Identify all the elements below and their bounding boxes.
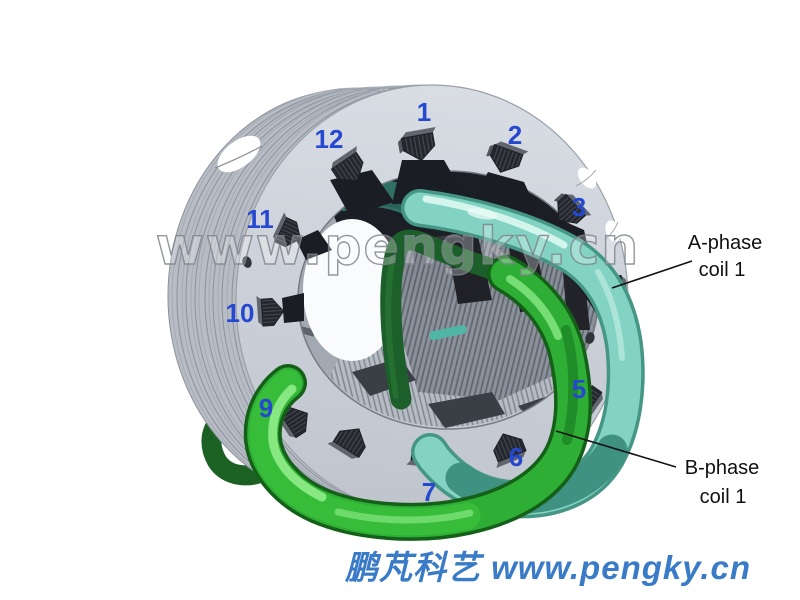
slot-number-5: 5 — [572, 374, 586, 404]
slot-12 — [330, 146, 364, 182]
slot-number-12: 12 — [315, 124, 344, 154]
stator-keyway-notch-right-lower — [604, 220, 621, 242]
slot-number-6: 6 — [509, 442, 523, 472]
annotations: A-phase coil 1 B-phase coil 1 — [555, 232, 763, 508]
bore-through-hole — [303, 219, 401, 361]
stator-keyway-notch-topleft — [214, 135, 263, 173]
slot-number-1: 1 — [417, 97, 431, 127]
a-phase-label-line2: coil 1 — [699, 259, 746, 281]
slot-number-3: 3 — [572, 192, 586, 222]
watermark-text: www.pengky.cn — [156, 217, 641, 277]
a-phase-leader-line — [611, 260, 693, 289]
slot-number-10: 10 — [226, 298, 255, 328]
b-phase-label-line1: B-phase — [685, 457, 760, 479]
slot-6 — [493, 433, 527, 468]
slot-number-7: 7 — [422, 477, 436, 507]
slot-number-2: 2 — [508, 120, 522, 150]
slot-number-9: 9 — [259, 393, 273, 423]
slot-2 — [486, 141, 529, 173]
b-phase-coil — [243, 255, 592, 541]
a-phase-label-line1: A-phase — [688, 232, 763, 254]
slot-8 — [327, 428, 366, 459]
stator-keyway-notch-right-upper — [575, 167, 597, 189]
b-phase-leader-line — [555, 430, 677, 468]
footer-brand-text: 鹏芃科艺 www.pengky.cn — [344, 549, 751, 586]
slot-3 — [553, 193, 592, 224]
slot-numbers: 1 2 3 5 6 7 9 10 11 12 — [226, 97, 587, 507]
b-phase-coil-rear — [380, 229, 518, 410]
slot-number-11: 11 — [246, 204, 274, 234]
slot-1 — [397, 126, 436, 162]
slot-11 — [273, 212, 302, 248]
b-phase-label-line2: coil 1 — [700, 486, 747, 508]
slot-10 — [256, 295, 285, 327]
